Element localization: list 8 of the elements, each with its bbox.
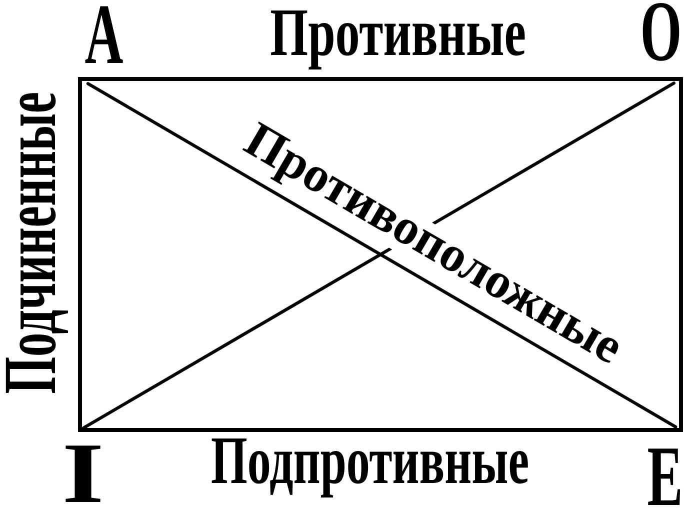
corner-letter: I bbox=[66, 446, 100, 502]
edge-label: Подчиненные bbox=[6, 93, 68, 394]
edge-label: Противные bbox=[270, 10, 525, 70]
edge-label: Подпротивные bbox=[212, 438, 528, 498]
corner-letter: O bbox=[642, 3, 680, 61]
corner-letter: A bbox=[85, 6, 123, 63]
corner-letter: E bbox=[648, 448, 680, 505]
rectangle-side bbox=[679, 77, 683, 432]
